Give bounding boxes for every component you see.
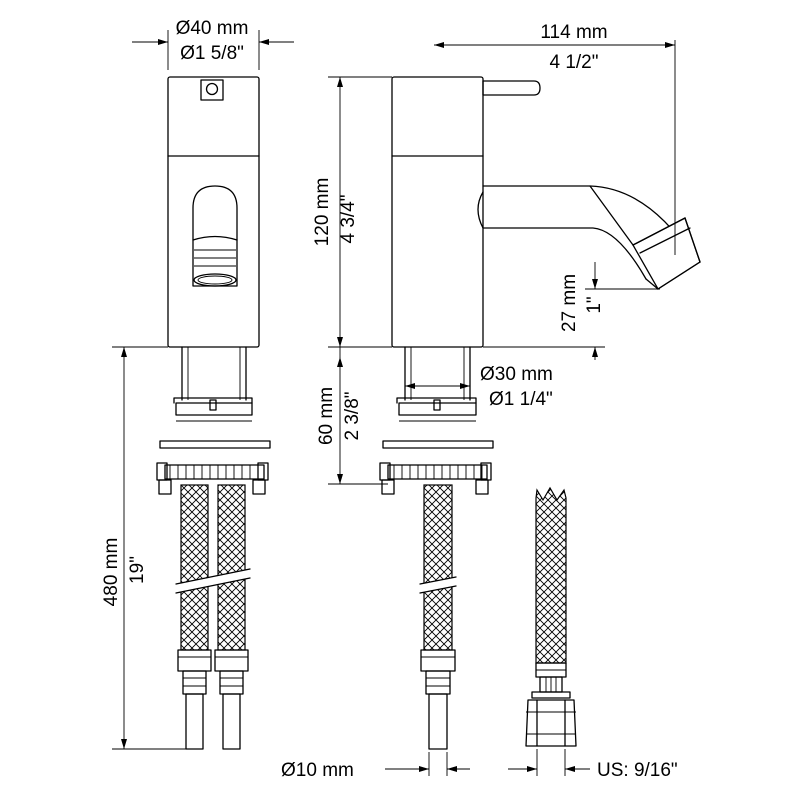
- spout-height-metric: 27 mm: [559, 274, 580, 332]
- shank-diameter-metric: Ø30 mm: [480, 364, 553, 385]
- hose-length-imperial: 19": [127, 556, 148, 584]
- side-hose: [419, 484, 457, 750]
- front-body: [167, 76, 260, 348]
- dimension-labels: Ø40 mm Ø1 5/8" 114 mm 4 1/2" 120 mm 4 3/…: [101, 18, 678, 781]
- body-diameter-imperial: Ø1 5/8": [180, 43, 244, 64]
- shank-length-imperial: 2 3/8": [342, 391, 363, 440]
- detail-hose: [525, 486, 577, 747]
- front-view: [156, 76, 271, 750]
- front-shank: [156, 346, 271, 495]
- front-hoses: [175, 484, 251, 750]
- connector-size: US: 9/16": [597, 760, 678, 781]
- body-diameter-metric: Ø40 mm: [176, 18, 249, 39]
- shank-diameter-imperial: Ø1 1/4": [489, 389, 553, 410]
- body-height-metric: 120 mm: [312, 178, 333, 247]
- hose-length-metric: 480 mm: [101, 538, 122, 607]
- hose-end-diameter: Ø10 mm: [281, 760, 354, 781]
- side-body: [391, 76, 541, 348]
- side-spout: [477, 185, 701, 290]
- body-height-imperial: 4 3/4": [338, 194, 359, 243]
- side-shank: [379, 346, 494, 495]
- shank-length-metric: 60 mm: [316, 387, 337, 445]
- spout-reach-imperial: 4 1/2": [549, 52, 598, 73]
- front-aerator-opening: [192, 185, 238, 287]
- spout-height-imperial: 1": [584, 296, 605, 313]
- side-view: [379, 76, 701, 750]
- spout-reach-metric: 114 mm: [540, 22, 607, 43]
- dimension-lines: [112, 30, 676, 776]
